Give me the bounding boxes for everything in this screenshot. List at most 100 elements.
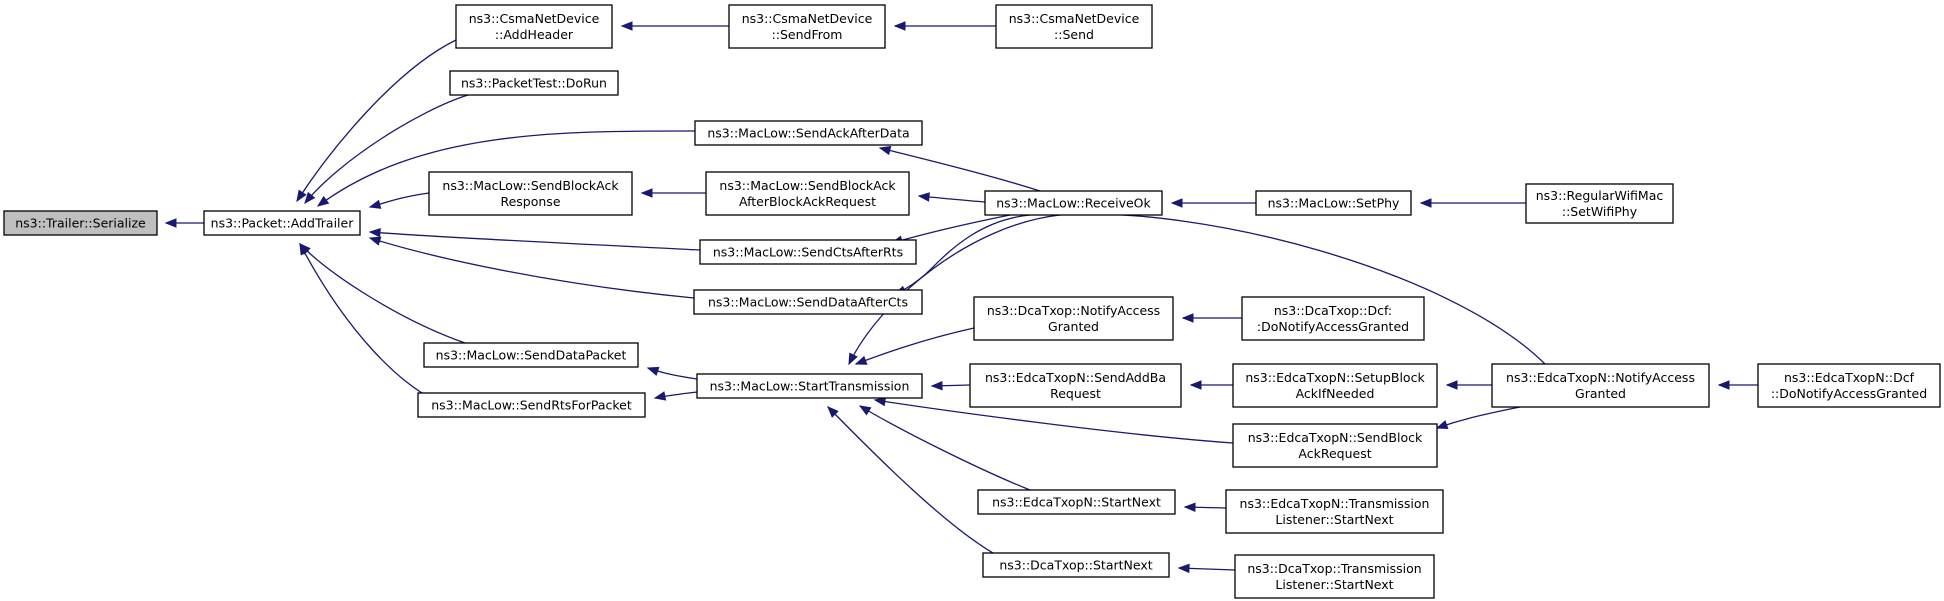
node-label: ns3::CsmaNetDevice: [1009, 11, 1140, 26]
node-sendctsafterrts[interactable]: ns3::MacLow::SendCtsAfterRts: [699, 239, 917, 265]
edge-line: [879, 147, 1041, 192]
node-label: ns3::EdcaTxopN::SendAddBa: [985, 370, 1166, 385]
node-edca_translistener[interactable]: ns3::EdcaTxopN::TransmissionListener::St…: [1225, 489, 1444, 534]
arrowhead-icon: [296, 189, 307, 203]
node-label: ns3::MacLow::SendRtsForPacket: [431, 398, 632, 413]
edge-sendblockackresponse-to-addtrailer: [368, 192, 430, 209]
node-csma_sendfrom[interactable]: ns3::CsmaNetDevice::SendFrom: [728, 4, 886, 49]
node-label: ns3::DcaTxop::Dcf:: [1274, 303, 1392, 318]
node-box: [1232, 423, 1438, 468]
arrowhead-icon: [1419, 198, 1432, 208]
edge-sendblockackafterbar-to-sendblockackresponse: [640, 188, 706, 198]
node-box: [973, 296, 1174, 341]
node-label: Listener::StartNext: [1275, 512, 1393, 527]
arrowhead-icon: [620, 21, 633, 31]
node-label: Granted: [1575, 386, 1626, 401]
edge-edca_translistener-to-edca_startnext: [1183, 502, 1227, 512]
node-label: AckRequest: [1298, 446, 1371, 461]
node-senddataaftercts[interactable]: ns3::MacLow::SendDataAfterCts: [693, 289, 923, 315]
node-box: [1757, 363, 1941, 408]
node-setphy[interactable]: ns3::MacLow::SetPhy: [1255, 190, 1412, 216]
edge-starttransmission-to-senddatapacket: [646, 366, 698, 380]
node-edca_startnext[interactable]: ns3::EdcaTxopN::StartNext: [977, 489, 1176, 515]
node-edca_dcf_donotify[interactable]: ns3::EdcaTxopN::Dcf::DoNotifyAccessGrant…: [1757, 363, 1941, 408]
node-label: ns3::DcaTxop::Transmission: [1247, 561, 1421, 576]
node-label: Response: [500, 194, 560, 209]
node-box: [984, 190, 1163, 216]
node-box: [969, 363, 1182, 408]
node-box: [694, 120, 923, 146]
node-box: [728, 4, 886, 49]
node-label: ns3::EdcaTxopN::NotifyAccess: [1506, 370, 1695, 385]
node-addtrailer[interactable]: ns3::Packet::AddTrailer: [203, 210, 361, 236]
node-dca_startnext[interactable]: ns3::DcaTxop::StartNext: [982, 552, 1170, 578]
edge-senddatapacket-to-addtrailer: [299, 243, 466, 344]
node-receiveok[interactable]: ns3::MacLow::ReceiveOk: [984, 190, 1163, 216]
node-box: [203, 210, 361, 236]
edge-line: [1436, 406, 1521, 429]
node-sendblockackafterbar[interactable]: ns3::MacLow::SendBlockAckAfterBlockAckRe…: [705, 171, 910, 216]
node-dca_translistener[interactable]: ns3::DcaTxop::TransmissionListener::Star…: [1234, 554, 1435, 599]
node-starttransmission[interactable]: ns3::MacLow::StartTransmission: [696, 373, 923, 399]
node-edca_notifyaccessgranted[interactable]: ns3::EdcaTxopN::NotifyAccessGranted: [1491, 363, 1710, 408]
arrowhead-icon: [299, 242, 310, 256]
node-box: [1225, 489, 1444, 534]
arrowhead-icon: [878, 145, 892, 156]
node-box: [449, 70, 619, 96]
node-box: [696, 373, 923, 399]
node-csma_send[interactable]: ns3::CsmaNetDevice::Send: [995, 4, 1153, 49]
edge-csma_addheader-to-addtrailer: [296, 39, 457, 203]
node-label: ns3::PacketTest::DoRun: [461, 76, 607, 91]
node-dca_dcf_donotify[interactable]: ns3::DcaTxop::Dcf::DoNotifyAccessGranted: [1241, 296, 1425, 341]
node-sendrtsforpacket[interactable]: ns3::MacLow::SendRtsForPacket: [417, 392, 646, 418]
node-label: ns3::MacLow::SendAckAfterData: [707, 126, 909, 141]
edge-packettest-to-addtrailer: [304, 94, 469, 205]
node-label: ns3::Packet::AddTrailer: [211, 216, 355, 231]
node-box: [3, 210, 158, 236]
edge-edca_sendaddba-to-starttransmission: [930, 380, 971, 391]
node-label: ns3::DcaTxop::StartNext: [999, 558, 1152, 573]
arrowhead-icon: [893, 21, 906, 31]
node-label: Request: [1050, 386, 1101, 401]
edge-edca_sendblockackrequest-to-starttransmission: [873, 396, 1234, 444]
node-regularwifimac[interactable]: ns3::RegularWifiMac::SetWifiPhy: [1525, 183, 1674, 224]
edge-dca_translistener-to-dca_startnext: [1177, 563, 1236, 574]
edge-line: [304, 94, 469, 204]
node-box: [699, 239, 917, 265]
node-csma_addheader[interactable]: ns3::CsmaNetDevice::AddHeader: [455, 4, 613, 49]
edge-edca_startnext-to-starttransmission: [858, 405, 1031, 491]
edge-sendackafterdata-to-addtrailer: [316, 130, 696, 207]
edge-senddataaftercts-to-addtrailer: [368, 236, 695, 299]
node-label: ns3::MacLow::SetPhy: [1268, 196, 1400, 211]
edge-line: [296, 39, 457, 202]
edge-line: [855, 327, 975, 365]
node-label: ns3::DcaTxop::NotifyAccess: [987, 303, 1160, 318]
node-sendackafterdata[interactable]: ns3::MacLow::SendAckAfterData: [694, 120, 923, 146]
edge-dca_startnext-to-starttransmission: [827, 406, 1001, 558]
edge-line: [874, 399, 1234, 444]
node-label: AfterBlockAckRequest: [739, 194, 876, 209]
edge-line: [299, 243, 466, 344]
arrowhead-icon: [164, 218, 177, 228]
node-label: ns3::EdcaTxopN::StartNext: [992, 495, 1161, 510]
arrowhead-icon: [917, 192, 930, 202]
node-box: [705, 171, 910, 216]
node-packettest[interactable]: ns3::PacketTest::DoRun: [449, 70, 619, 96]
node-label: Listener::StartNext: [1275, 577, 1393, 592]
arrowhead-icon: [848, 352, 858, 366]
call-graph-nodes: ns3::Trailer::Serialize ns3::Packet::AddT…: [3, 4, 1941, 599]
edge-edca_notifyaccessgranted-to-starttransmission: [848, 213, 1546, 366]
node-label: ns3::EdcaTxopN::Transmission: [1240, 496, 1430, 511]
edge-csma_sendfrom-to-csma_addheader: [620, 21, 729, 31]
node-serialize: ns3::Trailer::Serialize: [3, 210, 158, 236]
node-dca_notifyaccessgranted[interactable]: ns3::DcaTxop::NotifyAccessGranted: [973, 296, 1174, 341]
node-senddatapacket[interactable]: ns3::MacLow::SendDataPacket: [423, 342, 639, 368]
arrowhead-icon: [640, 188, 653, 198]
node-box: [1525, 183, 1674, 224]
node-label: ::DoNotifyAccessGranted: [1771, 386, 1927, 401]
